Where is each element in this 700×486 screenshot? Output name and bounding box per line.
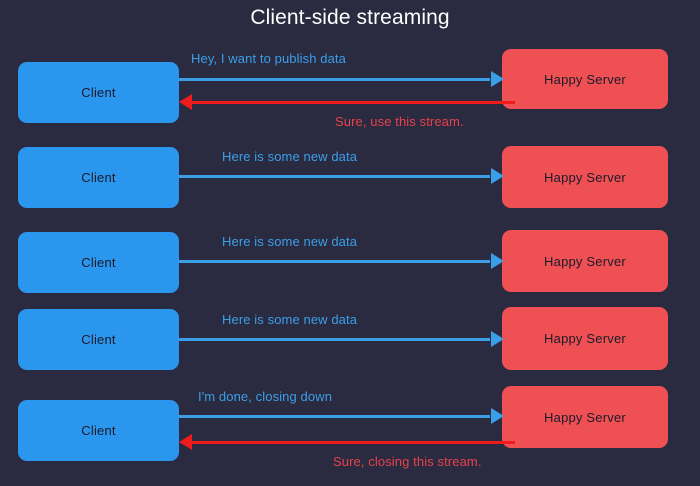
client-node: Client bbox=[18, 147, 179, 208]
client-node: Client bbox=[18, 309, 179, 370]
client-node: Client bbox=[18, 62, 179, 123]
server-node: Happy Server bbox=[502, 146, 668, 208]
page-title: Client-side streaming bbox=[250, 6, 450, 29]
request-message-label: I'm done, closing down bbox=[198, 389, 333, 404]
request-message-label: Here is some new data bbox=[222, 234, 358, 249]
client-node: Client bbox=[18, 232, 179, 293]
server-node: Happy Server bbox=[502, 49, 668, 109]
server-node: Happy Server bbox=[502, 386, 668, 448]
request-message-label: Hey, I want to publish data bbox=[191, 51, 346, 66]
server-node: Happy Server bbox=[502, 307, 668, 370]
response-message-label: Sure, use this stream. bbox=[335, 114, 464, 129]
client-node: Client bbox=[18, 400, 179, 461]
request-message-label: Here is some new data bbox=[222, 149, 358, 164]
server-node: Happy Server bbox=[502, 230, 668, 292]
request-message-label: Here is some new data bbox=[222, 312, 358, 327]
response-message-label: Sure, closing this stream. bbox=[333, 454, 482, 469]
